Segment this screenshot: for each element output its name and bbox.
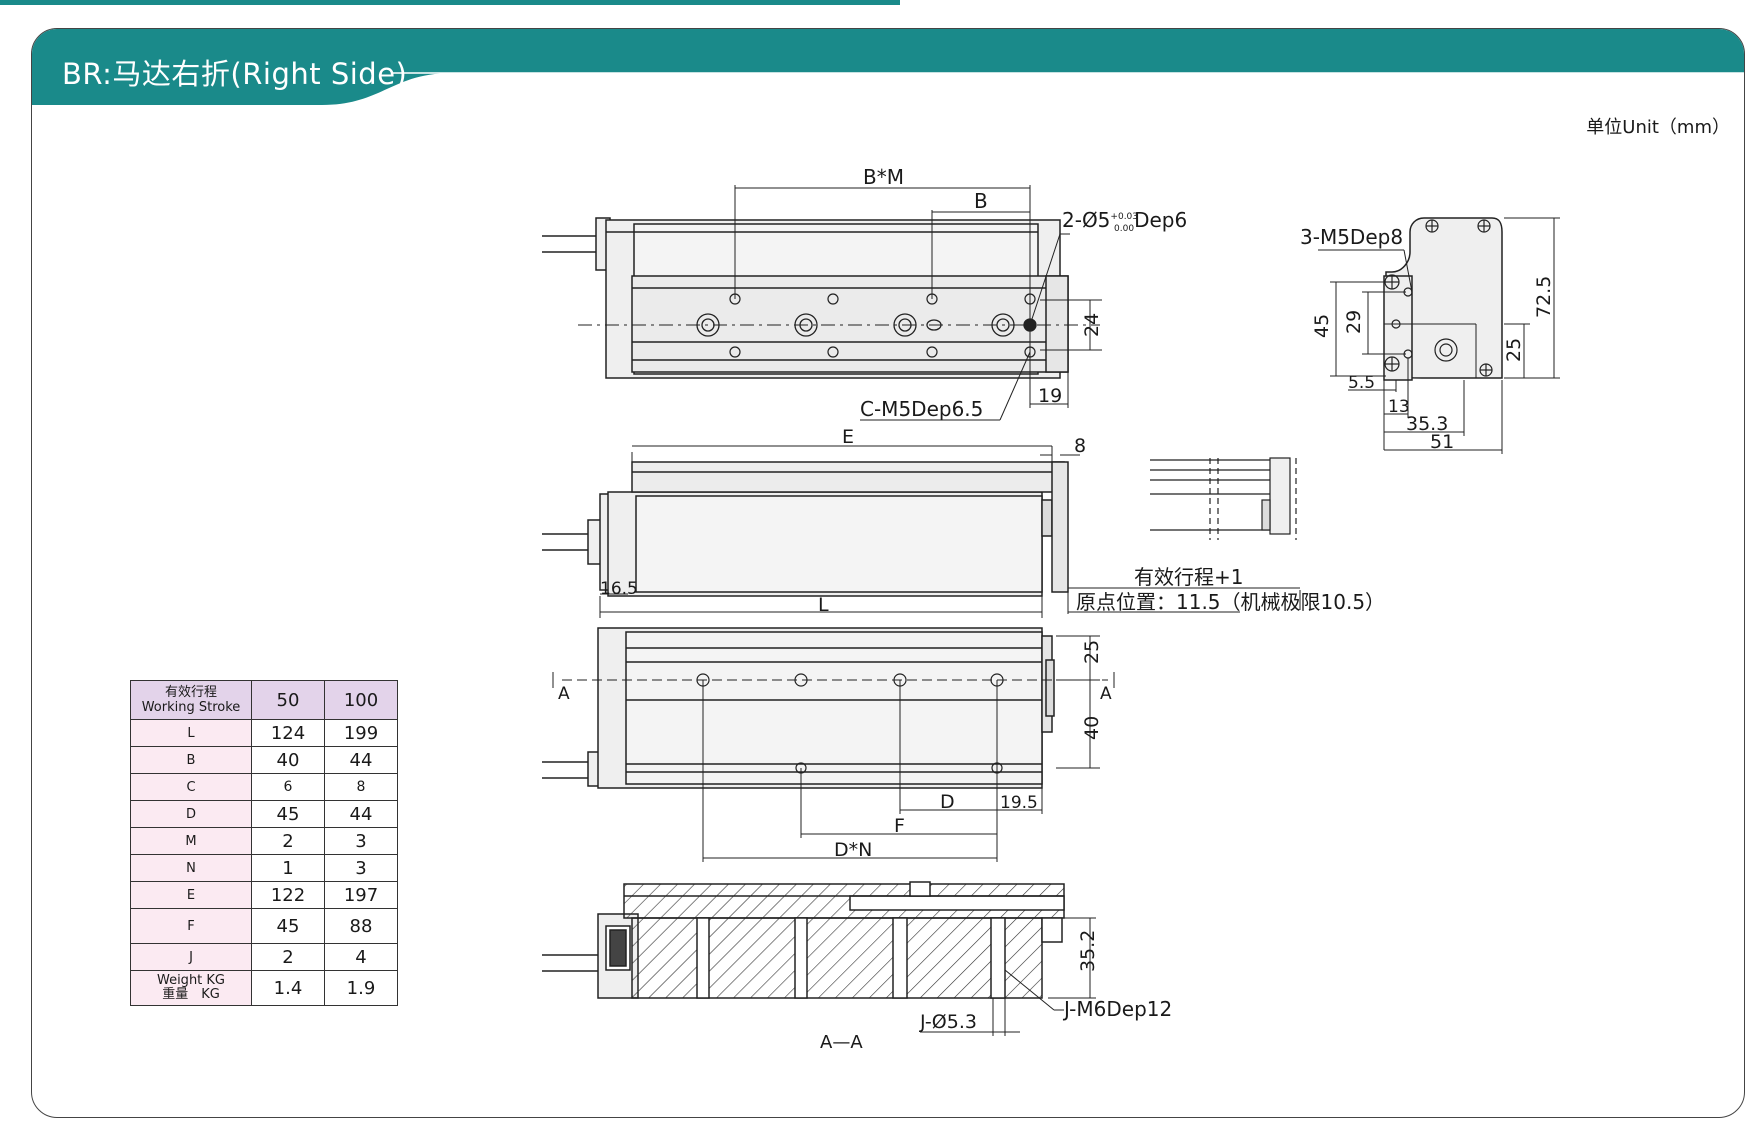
table-row: D 45 44 — [130, 800, 398, 828]
section-mark-left: A — [558, 684, 570, 704]
row-key: L — [130, 719, 252, 747]
row-key: C — [130, 773, 252, 801]
dim-40: 40 — [1081, 716, 1103, 740]
dim-8: 8 — [1074, 435, 1086, 457]
dim-l: L — [818, 594, 829, 616]
row-value: 199 — [324, 719, 398, 747]
section-view — [542, 881, 1096, 1036]
weight-label-cn: 重量 KG — [162, 987, 220, 1002]
row-key: M — [130, 827, 252, 855]
dim-5-5: 5.5 — [1348, 373, 1375, 393]
dim-24: 24 — [1081, 313, 1103, 337]
weight-value: 1.4 — [251, 970, 325, 1006]
side-view — [542, 445, 1301, 618]
table-row: F 45 88 — [130, 908, 398, 944]
row-value: 8 — [324, 773, 398, 801]
dim-35-2: 35.2 — [1077, 930, 1099, 972]
table-head-label: 有效行程 Working Stroke — [130, 680, 252, 720]
row-key: J — [130, 943, 252, 971]
table-row: C 6 8 — [130, 773, 398, 801]
dim-51: 51 — [1430, 431, 1454, 453]
row-value: 88 — [324, 908, 398, 944]
origin-note: 原点位置：11.5（机械极限10.5） — [1076, 590, 1385, 614]
dim-45: 45 — [1311, 314, 1333, 338]
row-value: 122 — [251, 881, 325, 909]
dim-b-m: B*M — [863, 165, 904, 189]
hole-suffix: Dep6 — [1134, 208, 1187, 232]
hole-tol-upper: +0.03 — [1110, 212, 1138, 222]
unit-label: 单位Unit（mm） — [1586, 117, 1730, 138]
row-value: 3 — [324, 827, 398, 855]
hole-tol-lower: 0.00 — [1114, 224, 1134, 234]
row-value: 40 — [251, 746, 325, 774]
end-view — [1318, 217, 1560, 454]
dim-j-hole: J-Ø5.3 — [919, 1011, 977, 1033]
row-value: 45 — [251, 800, 325, 828]
weight-label: Weight KG 重量 KG — [130, 970, 252, 1006]
table-row: N 1 3 — [130, 854, 398, 882]
dim-e: E — [842, 426, 854, 448]
stroke-note: 有效行程+1 — [1134, 565, 1243, 589]
dim-c-m5: C-M5Dep6.5 — [860, 397, 983, 421]
table-row: B 40 44 — [130, 746, 398, 774]
dim-hole-2-5: 2-Ø5+0.03 0.00Dep6 — [1062, 208, 1187, 234]
dim-d-n: D*N — [834, 839, 872, 861]
row-key: D — [130, 800, 252, 828]
row-value: 44 — [324, 800, 398, 828]
row-value: 2 — [251, 827, 325, 855]
dim-72-5: 72.5 — [1533, 276, 1555, 318]
row-value: 3 — [324, 854, 398, 882]
table-row-weight: Weight KG 重量 KG 1.4 1.9 — [130, 970, 398, 1006]
table-row: L 124 199 — [130, 719, 398, 747]
dim-13: 13 — [1388, 397, 1410, 417]
row-key: B — [130, 746, 252, 774]
stroke-100: 100 — [324, 680, 398, 720]
front-view — [542, 627, 1115, 862]
head-label-cn: 有效行程 — [164, 685, 217, 700]
dim-b: B — [974, 189, 988, 213]
dim-j-m6: J-M6Dep12 — [1062, 997, 1172, 1021]
dim-25: 25 — [1081, 640, 1103, 664]
row-value: 4 — [324, 943, 398, 971]
table-row: E 122 197 — [130, 881, 398, 909]
row-key: F — [130, 908, 252, 944]
page-title: BR:马达右折(Right Side) — [62, 57, 408, 91]
dim-19-5: 19.5 — [1000, 793, 1038, 813]
row-value: 1 — [251, 854, 325, 882]
row-key: N — [130, 854, 252, 882]
dim-25-end: 25 — [1503, 338, 1525, 362]
header-banner — [32, 29, 1744, 105]
row-value: 197 — [324, 881, 398, 909]
row-value: 45 — [251, 908, 325, 944]
row-key: E — [130, 881, 252, 909]
weight-label-en: Weight KG — [156, 973, 226, 988]
dim-d: D — [940, 791, 955, 813]
row-value: 44 — [324, 746, 398, 774]
table-row: J 2 4 — [130, 943, 398, 971]
dim-16-5: 16.5 — [600, 579, 638, 599]
dim-m5dep8: 3-M5Dep8 — [1300, 225, 1403, 249]
section-label: A—A — [820, 1032, 863, 1053]
dim-19: 19 — [1038, 385, 1062, 407]
table-row: M 2 3 — [130, 827, 398, 855]
dim-f: F — [894, 815, 905, 837]
head-label-en: Working Stroke — [141, 700, 241, 715]
row-value: 124 — [251, 719, 325, 747]
weight-value: 1.9 — [324, 970, 398, 1006]
row-value: 2 — [251, 943, 325, 971]
top-accent-line — [0, 0, 900, 5]
stroke-50: 50 — [251, 680, 325, 720]
top-view — [542, 185, 1102, 421]
dim-29: 29 — [1343, 310, 1365, 334]
section-mark-right: A — [1100, 684, 1112, 704]
row-value: 6 — [251, 773, 325, 801]
dim-35-3: 35.3 — [1406, 413, 1448, 435]
spec-table: 有效行程 Working Stroke 50 100 L 124 199 B 4… — [130, 680, 398, 1006]
hole-prefix: 2-Ø5 — [1062, 208, 1110, 232]
